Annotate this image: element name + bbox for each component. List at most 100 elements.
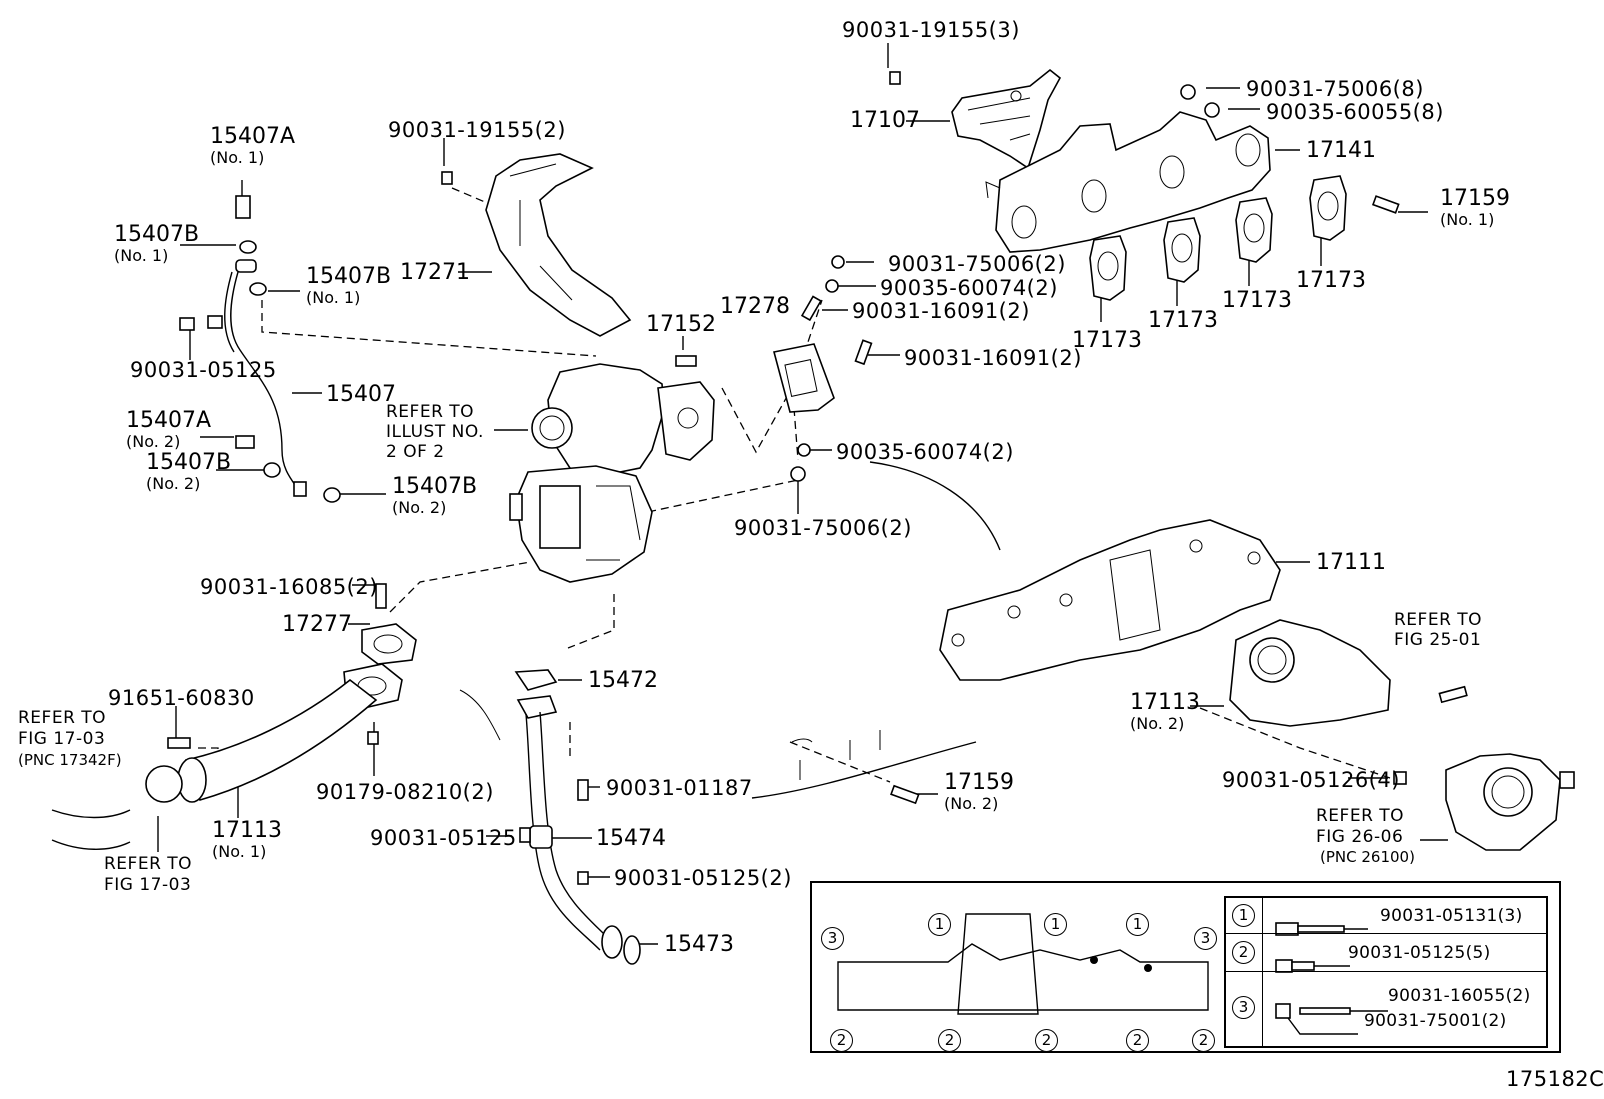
label-17113-no1-sub: (No. 1) — [212, 842, 267, 861]
label-90031-19155-2: 90031-19155(2) — [388, 118, 566, 142]
label-refer-fig1703-b2: FIG 17-03 — [104, 875, 192, 895]
marker-2-e: 2 — [1192, 1029, 1215, 1052]
label-90031-16091-2-a: 90031-16091(2) — [852, 299, 1030, 323]
label-17111: 17111 — [1316, 550, 1386, 575]
label-refer-fig2501-1: REFER TO — [1394, 610, 1483, 630]
label-refer-fig1703-a1: REFER TO — [18, 708, 107, 728]
marker-2-d: 2 — [1126, 1029, 1149, 1052]
legend-marker-2: 2 — [1232, 941, 1255, 964]
label-refer-fig2501-2: FIG 25-01 — [1394, 630, 1482, 650]
label-refer-fig1703-a3: (PNC 17342F) — [18, 751, 122, 769]
label-17113-no2-sub: (No. 2) — [1130, 714, 1185, 733]
label-refer-fig1703-b1: REFER TO — [104, 854, 193, 874]
water-pipe-15474 — [459, 669, 641, 965]
exhaust-manifold-17141 — [825, 84, 1271, 293]
label-15407b-no1-b-sub: (No. 1) — [306, 288, 361, 307]
label-17173-d: 17173 — [1296, 268, 1366, 293]
label-15407b-no2-a-sub: (No. 2) — [146, 474, 201, 493]
legend-row-1: 1 90031-05131(3) — [1226, 898, 1546, 934]
illustration-id: 175182C — [1506, 1067, 1604, 1091]
label-15474: 15474 — [596, 826, 666, 851]
label-90035-60055-8: 90035-60055(8) — [1266, 100, 1444, 124]
gaskets-17173 — [1089, 175, 1400, 301]
label-17173-b: 17173 — [1148, 308, 1218, 333]
label-17107: 17107 — [850, 108, 920, 133]
label-90031-75006-2-top: 90031-75006(2) — [888, 252, 1066, 276]
marker-1-a: 1 — [928, 913, 951, 936]
label-90031-05125-a: 90031-05125 — [130, 358, 277, 382]
label-17173-a: 17173 — [1072, 328, 1142, 353]
label-refer-illust-1: REFER TO — [386, 402, 475, 422]
legend-marker-1: 1 — [1232, 904, 1255, 927]
label-17278: 17278 — [720, 294, 790, 319]
label-15472: 15472 — [588, 668, 658, 693]
legend-marker-3: 3 — [1232, 996, 1255, 1019]
legend-row-3: 3 90031-16055(2) 90031-75001(2) — [1226, 972, 1546, 1046]
label-90179-08210-2: 90179-08210(2) — [316, 780, 494, 804]
marker-2-b: 2 — [938, 1029, 961, 1052]
turbocharger — [509, 355, 715, 583]
legend-column-divider — [1262, 898, 1263, 1046]
label-90031-75006-2-b: 90031-75006(2) — [734, 516, 912, 540]
label-90031-05125-b: 90031-05125 — [370, 826, 517, 850]
label-15407a-no1-sub: (No. 1) — [210, 148, 265, 167]
label-15407b-no2-b-sub: (No. 2) — [392, 498, 447, 517]
label-90031-16091-2-b: 90031-16091(2) — [904, 346, 1082, 370]
marker-1-b: 1 — [1044, 913, 1067, 936]
label-15407a-no2: 15407A — [126, 408, 212, 433]
oil-pipe-15407 — [179, 195, 341, 503]
label-17159-no2: 17159 — [944, 770, 1014, 795]
label-90031-05126-4: 90031-05126(4) — [1222, 768, 1400, 792]
label-17173-c: 17173 — [1222, 288, 1292, 313]
label-15407: 15407 — [326, 382, 396, 407]
label-17113-no1: 17113 — [212, 818, 282, 843]
gasket-17278 — [773, 295, 873, 482]
legend-part-2: 90031-05125(5) — [1348, 943, 1491, 963]
label-90035-60074-2-top: 90035-60074(2) — [880, 276, 1058, 300]
intake-pipe-17113-no2 — [1229, 619, 1468, 785]
bolt-legend-table: 1 90031-05131(3) 2 90031-05125(5) 3 9003… — [1224, 896, 1548, 1048]
label-15407a-no1: 15407A — [210, 124, 296, 149]
bolt-layout-diagram — [837, 913, 1388, 1035]
label-90031-75006-8: 90031-75006(8) — [1246, 77, 1424, 101]
marker-3-top-left: 3 — [821, 927, 844, 950]
cylinder-head-sketch — [791, 730, 920, 805]
throttle-body — [1445, 753, 1575, 851]
label-90031-16085-2: 90031-16085(2) — [200, 575, 378, 599]
label-17159-no1: 17159 — [1440, 186, 1510, 211]
marker-3-top-right: 3 — [1194, 927, 1217, 950]
marker-2-a: 2 — [830, 1029, 853, 1052]
label-15407b-no1-a: 15407B — [114, 222, 200, 247]
legend-part-1: 90031-05131(3) — [1380, 906, 1523, 926]
marker-2-c: 2 — [1035, 1029, 1058, 1052]
label-90031-19155-3: 90031-19155(3) — [842, 18, 1020, 42]
label-17141: 17141 — [1306, 138, 1376, 163]
label-refer-fig1703-a2: FIG 17-03 — [18, 729, 106, 749]
legend-part-3a: 90031-16055(2) — [1388, 986, 1531, 1006]
label-refer-fig2606-3: (PNC 26100) — [1320, 848, 1415, 866]
label-17277: 17277 — [282, 612, 352, 637]
label-refer-illust-2: ILLUST NO. — [386, 422, 484, 442]
legend-row-2: 2 90031-05125(5) — [1226, 934, 1546, 972]
label-15407b-no1-a-sub: (No. 1) — [114, 246, 169, 265]
label-15473: 15473 — [664, 932, 734, 957]
heat-insulator-17271 — [441, 153, 632, 337]
marker-1-c: 1 — [1126, 913, 1149, 936]
intake-manifold-17111 — [939, 519, 1281, 681]
label-15407a-no2-sub: (No. 2) — [126, 432, 181, 451]
legend-part-3b: 90031-75001(2) — [1364, 1011, 1507, 1031]
label-refer-fig2606-1: REFER TO — [1316, 806, 1405, 826]
exhaust-pipe-17113-no1 — [51, 583, 417, 850]
label-refer-illust-3: 2 OF 2 — [386, 442, 445, 462]
label-15407b-no2-b: 15407B — [392, 474, 478, 499]
label-90035-60074-2-b: 90035-60074(2) — [836, 440, 1014, 464]
heat-insulator-17107 — [889, 68, 1062, 170]
label-refer-fig2606-2: FIG 26-06 — [1316, 827, 1404, 847]
label-17159-no2-sub: (No. 2) — [944, 794, 999, 813]
label-17159-no1-sub: (No. 1) — [1440, 210, 1495, 229]
label-15407b-no1-b: 15407B — [306, 264, 392, 289]
label-90031-01187: 90031-01187 — [606, 776, 753, 800]
label-17152: 17152 — [646, 312, 716, 337]
label-17113-no2: 17113 — [1130, 690, 1200, 715]
